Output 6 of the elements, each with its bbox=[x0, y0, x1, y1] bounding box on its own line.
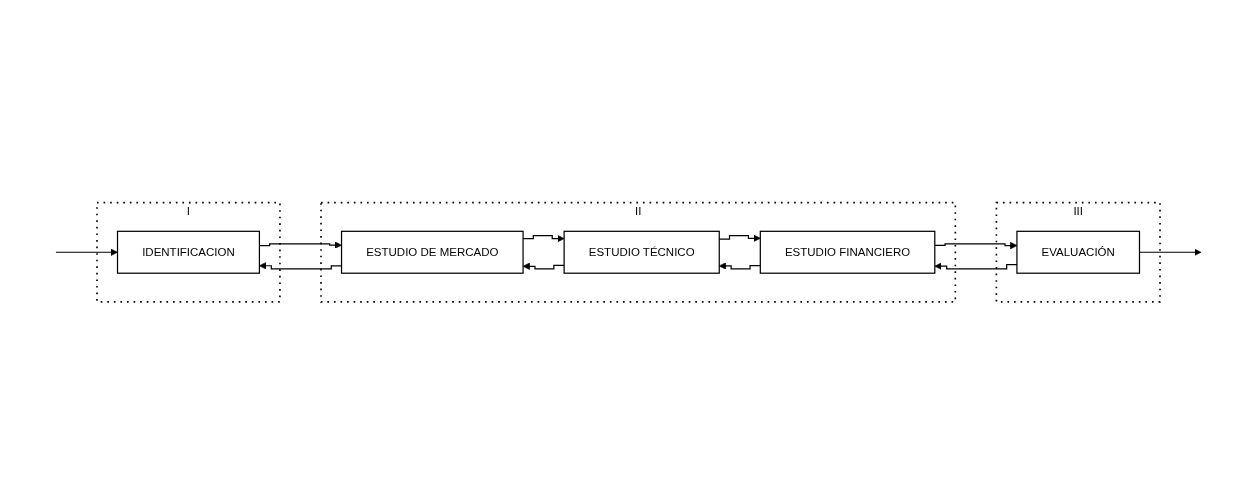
node-box: ESTUDIO DE MERCADO bbox=[340, 230, 524, 274]
arrow bbox=[55, 248, 118, 256]
node-box: ESTUDIO TÉCNICO bbox=[563, 230, 720, 274]
node-box: ESTUDIO FINANCIERO bbox=[759, 230, 936, 274]
node-box: EVALUACIÓN bbox=[1016, 230, 1141, 274]
node-box: IDENTIFICACION bbox=[116, 230, 261, 274]
